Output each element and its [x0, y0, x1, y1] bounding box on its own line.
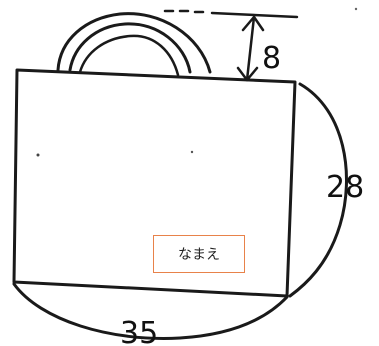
bag-width-arc: [12, 282, 289, 340]
handle-height-guide: [163, 9, 299, 19]
bag-width-label: 35: [120, 316, 158, 346]
name-label-box: なまえ: [153, 235, 245, 273]
bag-handles: [56, 12, 212, 77]
handle-height-label: 8: [262, 41, 281, 76]
name-label-text: なまえ: [178, 247, 220, 263]
bag-height-arc: [288, 82, 349, 298]
stray-mark: [354, 7, 358, 11]
stray-mark: [36, 153, 40, 157]
stray-mark: [190, 150, 194, 154]
handle-height-arrow: [236, 15, 265, 82]
bag-height-label: 28: [326, 170, 364, 205]
